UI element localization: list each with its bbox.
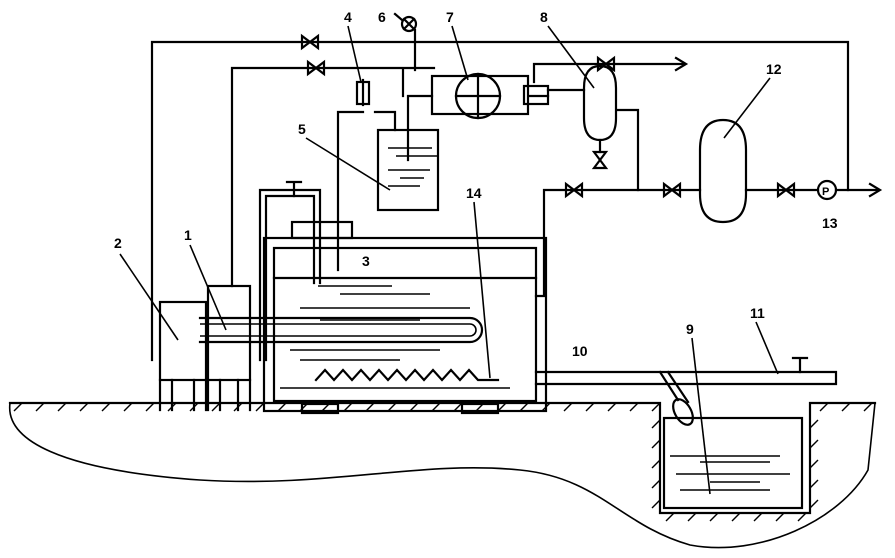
label-5: 5 — [298, 121, 306, 137]
component-9 — [662, 398, 804, 510]
label-12: 12 — [766, 61, 782, 77]
label-8: 8 — [540, 9, 548, 25]
unit-2 — [158, 300, 208, 412]
label-7: 7 — [446, 9, 454, 25]
ground-hatch — [665, 512, 675, 522]
label-1: 1 — [184, 227, 192, 243]
ground-hatch — [841, 402, 851, 412]
ground-hatch — [35, 402, 45, 412]
ground-hatch — [211, 402, 221, 412]
ground-hatch — [519, 402, 529, 412]
ground-hatch — [819, 402, 829, 412]
component-8 — [582, 64, 618, 142]
ground-hatch — [343, 402, 353, 412]
ground-hatch — [277, 402, 287, 412]
labels: 1 2 3 4 5 6 7 8 9 10 11 12 13 14 — [114, 9, 838, 495]
ground-hatch — [809, 479, 819, 489]
ground-hatch — [709, 512, 719, 522]
label-6: 6 — [378, 9, 386, 25]
ground-hatch — [101, 402, 111, 412]
component-6 — [393, 12, 418, 98]
component-7 — [430, 72, 550, 120]
component-5 — [376, 128, 440, 212]
ground-hatch — [651, 439, 661, 449]
ground-hatch — [409, 402, 419, 412]
ground-hatch — [79, 402, 89, 412]
ground — [8, 401, 877, 549]
ground-hatch — [255, 402, 265, 412]
pump-letter: P — [822, 186, 829, 198]
component-12 — [698, 118, 748, 224]
ground-hatch — [775, 512, 785, 522]
ground-hatch — [651, 479, 661, 489]
ground-hatch — [497, 402, 507, 412]
ground-hatch — [563, 402, 573, 412]
valves — [300, 33, 796, 199]
ground-hatch — [585, 402, 595, 412]
label-14: 14 — [466, 185, 482, 201]
ground-hatch — [809, 499, 819, 509]
ground-hatch — [651, 459, 661, 469]
ground-hatch — [687, 512, 697, 522]
ground-hatch — [753, 512, 763, 522]
component-13: P — [816, 179, 838, 201]
heater-tube — [198, 316, 484, 344]
label-10: 10 — [572, 343, 588, 359]
piping — [150, 40, 883, 404]
ground-hatch — [123, 402, 133, 412]
label-13: 13 — [822, 215, 838, 231]
ground-hatch — [809, 419, 819, 429]
ground-hatch — [863, 402, 873, 412]
ground-hatch — [145, 402, 155, 412]
unit-1 — [206, 284, 252, 412]
ground-hatch — [809, 459, 819, 469]
label-3: 3 — [362, 253, 370, 269]
ground-hatch — [387, 402, 397, 412]
label-9: 9 — [686, 321, 694, 337]
heater-coil — [314, 368, 500, 382]
ground-hatch — [629, 402, 639, 412]
ground-hatch — [431, 402, 441, 412]
label-4: 4 — [344, 9, 352, 25]
ground-hatch — [365, 402, 375, 412]
ground-hatch — [809, 439, 819, 449]
ground-hatch — [607, 402, 617, 412]
ground-hatch — [453, 402, 463, 412]
ground-hatch — [651, 402, 661, 412]
ground-hatch — [651, 499, 661, 509]
ground-hatch — [57, 402, 67, 412]
ground-hatch — [651, 419, 661, 429]
ground-hatch — [731, 512, 741, 522]
component-4 — [355, 80, 371, 106]
ground-hatch — [797, 512, 807, 522]
label-11: 11 — [750, 305, 765, 321]
label-2: 2 — [114, 235, 122, 251]
ground-hatch — [13, 402, 23, 412]
